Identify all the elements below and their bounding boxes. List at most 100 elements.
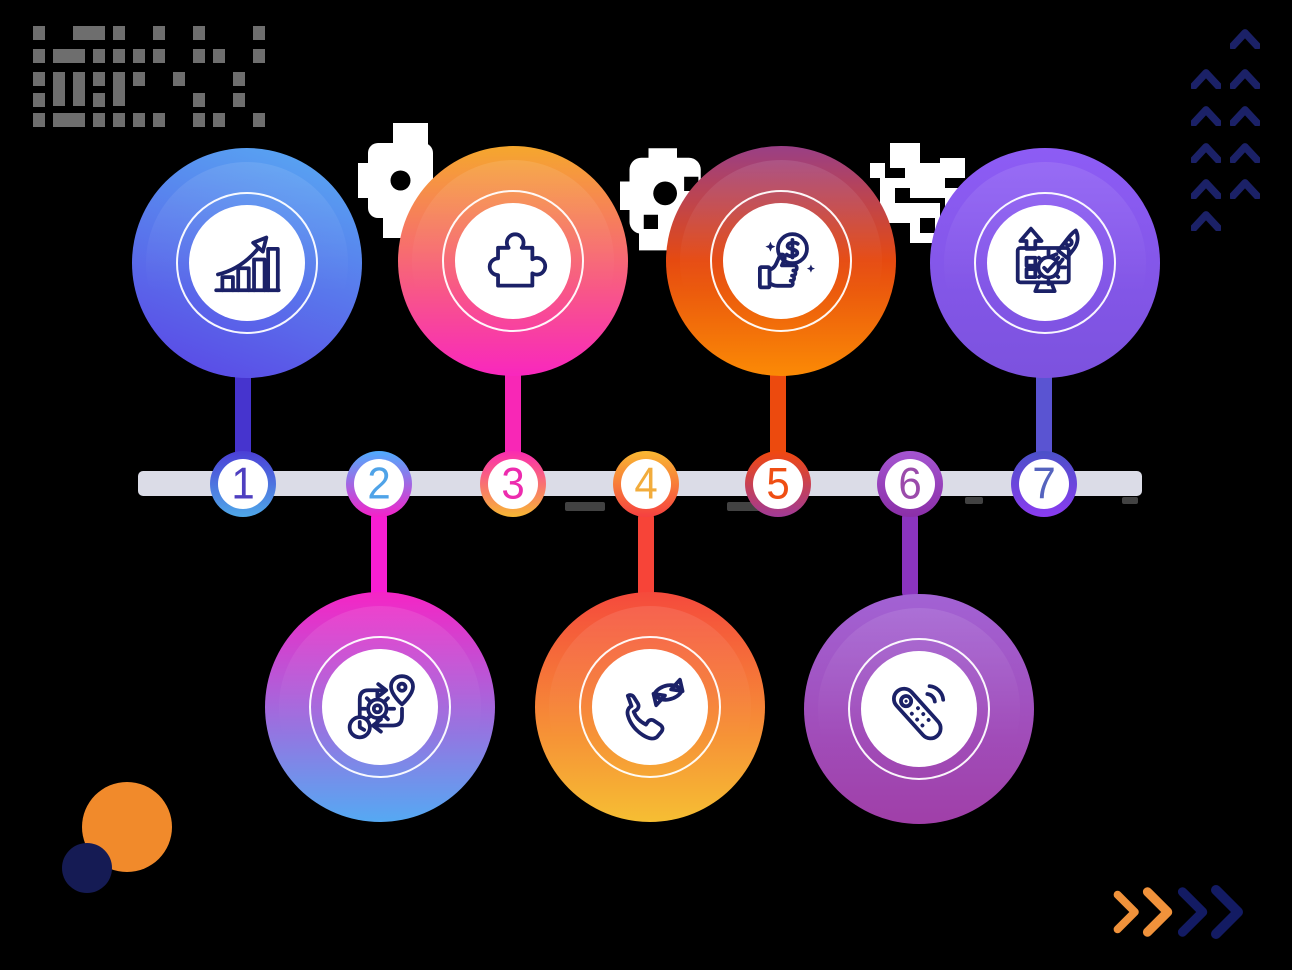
pixel-square-decor <box>93 93 105 107</box>
step-circle-7 <box>930 148 1160 378</box>
pixel-square-decor <box>93 26 105 40</box>
chevron-up-icon <box>1190 105 1222 131</box>
timeline-node-2: 2 <box>346 451 412 517</box>
pixel-square-decor <box>193 49 205 63</box>
chevron-up-icon <box>1190 142 1222 168</box>
connector-stem-6 <box>902 510 918 600</box>
connector-stem-5 <box>770 368 786 460</box>
pixel-square-decor <box>53 72 65 106</box>
pixel-square-decor <box>193 26 205 40</box>
connector-stem-3 <box>505 368 521 460</box>
pixel-square-decor <box>93 113 105 127</box>
pixel-square-decor <box>113 26 125 40</box>
pixel-square-decor <box>133 49 145 63</box>
circle-inner <box>455 203 571 319</box>
gray-mark-decor <box>965 497 983 504</box>
pixel-square-decor <box>93 72 105 86</box>
chevron-up-icon <box>1190 178 1222 204</box>
pixel-square-decor <box>193 113 205 127</box>
pixel-square-decor <box>33 49 45 63</box>
pixel-square-decor <box>153 49 165 63</box>
pixel-square-decor <box>73 72 85 106</box>
circle-thin-ring <box>176 192 318 334</box>
chevron-right-icon <box>1210 884 1246 945</box>
remote-control-icon <box>892 684 946 741</box>
step-circle-5 <box>666 146 896 376</box>
chevron-right-icon <box>1112 890 1142 939</box>
chevron-up-icon <box>1229 178 1261 204</box>
step-number-1: 1 <box>231 458 255 509</box>
circle-inner <box>592 649 708 765</box>
timeline-node-5: 5 <box>745 451 811 517</box>
pixel-square-decor <box>153 113 165 127</box>
circle-inner <box>322 649 438 765</box>
chevron-up-icon <box>1229 28 1261 54</box>
connector-stem-7 <box>1036 368 1052 460</box>
pixel-square-decor <box>153 26 165 40</box>
circle-thin-ring <box>442 190 584 332</box>
step-circle-3 <box>398 146 628 376</box>
chevron-up-icon <box>1190 68 1222 94</box>
circle-inner <box>861 651 977 767</box>
pixel-square-decor <box>73 26 99 40</box>
growth-chart-icon <box>214 235 281 293</box>
connector-stem-1 <box>235 368 251 460</box>
pixel-square-decor <box>33 113 45 127</box>
circle-thin-ring <box>848 638 990 780</box>
circle-thin-ring <box>579 636 721 778</box>
step-circle-1 <box>132 148 362 378</box>
phone-sync-icon <box>625 677 685 741</box>
step-number-6: 6 <box>898 458 922 509</box>
timeline-node-3: 3 <box>480 451 546 517</box>
timeline-node-1: 1 <box>210 451 276 517</box>
chevron-up-icon <box>1229 68 1261 94</box>
pixel-square-decor <box>53 113 79 127</box>
step-number-2: 2 <box>367 458 391 509</box>
circle-thin-ring <box>974 192 1116 334</box>
step-number-7: 7 <box>1032 458 1056 509</box>
node-inner: 4 <box>621 459 671 509</box>
pixel-square-decor <box>233 72 245 86</box>
pixel-square-decor <box>233 93 245 107</box>
pixel-square-decor <box>93 49 105 63</box>
step-number-5: 5 <box>766 458 790 509</box>
timeline-node-6: 6 <box>877 451 943 517</box>
pixel-square-decor <box>73 49 85 63</box>
timeline-node-7: 7 <box>1011 451 1077 517</box>
pixel-square-decor <box>193 93 205 107</box>
puzzle-piece-icon <box>487 232 548 288</box>
thumbs-up-dollar-icon <box>757 232 815 290</box>
gray-mark-decor <box>727 502 763 511</box>
pixel-square-decor <box>213 113 225 127</box>
step-circle-4 <box>535 592 765 822</box>
process-routing-icon <box>347 674 415 740</box>
pixel-square-decor <box>53 49 79 63</box>
node-inner: 3 <box>488 459 538 509</box>
chevron-right-icon <box>1177 886 1210 943</box>
launch-monitor-icon <box>1015 226 1080 294</box>
circle-thin-ring <box>710 190 852 332</box>
pixel-square-decor <box>133 113 145 127</box>
chevron-right-icon <box>1142 886 1175 943</box>
pixel-square-decor <box>253 113 265 127</box>
timeline-node-4: 4 <box>613 451 679 517</box>
pixel-square-decor <box>213 49 225 63</box>
connector-stem-2 <box>371 510 387 600</box>
gray-mark-decor <box>565 502 605 511</box>
circle-inner <box>987 205 1103 321</box>
step-circle-2 <box>265 592 495 822</box>
pixel-square-decor <box>253 49 265 63</box>
pixel-square-decor <box>113 49 125 63</box>
node-inner: 1 <box>218 459 268 509</box>
circle-thin-ring <box>309 636 451 778</box>
chevron-up-icon <box>1229 105 1261 131</box>
step-circle-6 <box>804 594 1034 824</box>
pixel-square-decor <box>133 72 145 86</box>
pixel-square-decor <box>253 26 265 40</box>
pixel-square-decor <box>33 93 45 107</box>
chevron-up-icon <box>1229 142 1261 168</box>
node-inner: 6 <box>885 459 935 509</box>
node-inner: 7 <box>1019 459 1069 509</box>
pixel-square-decor <box>113 113 125 127</box>
